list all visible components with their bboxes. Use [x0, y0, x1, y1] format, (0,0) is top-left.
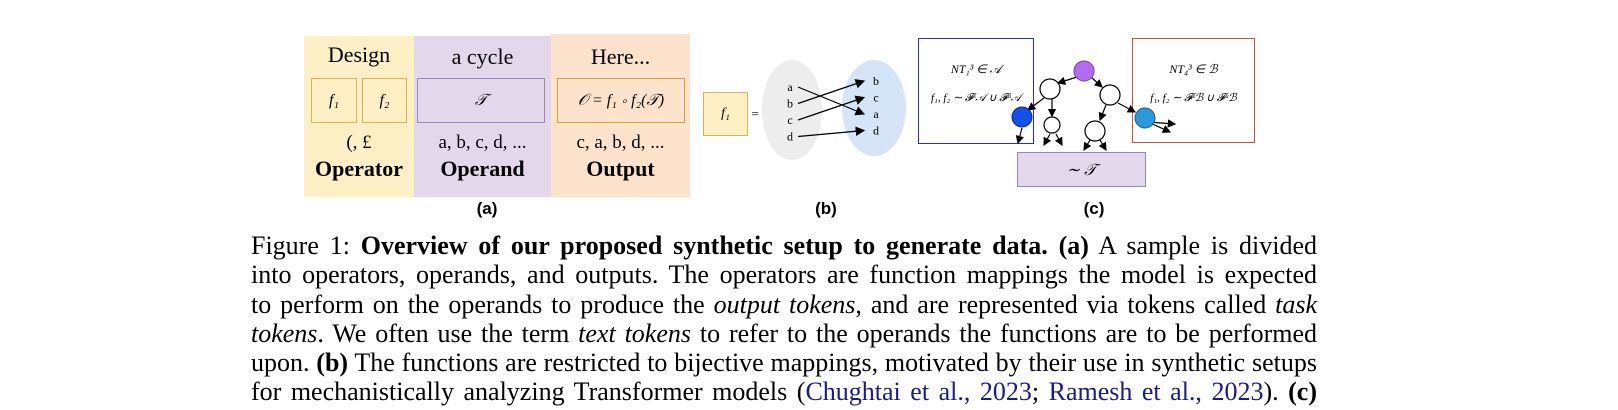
nonterminal-a-line1: NT₁³ ∈ 𝒜: [950, 61, 1002, 76]
nonterminal-a-node: [1011, 106, 1033, 128]
domain-letter: c: [787, 113, 792, 127]
caption-text: to refer to the operands the functions a…: [691, 318, 1317, 348]
codomain-letter: c: [873, 91, 878, 105]
caption-text: ).: [1263, 377, 1289, 407]
tree-node: [1039, 78, 1061, 100]
operand-sample-box: ∼ 𝒯: [1017, 152, 1146, 187]
caption-text: output tokens: [713, 289, 856, 319]
caption-text: A sample is divided: [1088, 231, 1317, 260]
mapping-arrow: [797, 95, 866, 121]
panel-c-label: (c): [1083, 199, 1105, 218]
tree-node: [1043, 116, 1061, 134]
caption-text: Figure 1:: [251, 231, 361, 260]
domain-letter: d: [787, 130, 793, 144]
nonterminal-b-line2: f₁, f₂ ∼ 𝓕ˢℬ ∪ 𝓕ᵘℬ: [1150, 92, 1237, 104]
nonterminal-a-line2: f₁, f₂ ∼ 𝓕ˢ𝒜 ∪ 𝓕ᵘ𝒜: [930, 92, 1022, 104]
caption-line: upon. (b) The functions are restricted t…: [251, 348, 1317, 377]
nonterminal-b-node: [1134, 107, 1156, 129]
caption-text: into operators, operands, and outputs. T…: [251, 260, 1317, 290]
caption-text: tokens: [251, 318, 318, 348]
figure-caption: Figure 1: Overview of our proposed synth…: [251, 231, 1317, 407]
operand-sequence: a, b, c, d, ...: [438, 132, 527, 153]
codomain-letter: b: [873, 74, 879, 88]
output-title: Here...: [590, 44, 651, 69]
caption-text: (c): [1288, 377, 1317, 407]
caption-text: The functions are restricted to bijectiv…: [348, 348, 1317, 378]
caption-text: Overview of our proposed synthetic setup…: [360, 231, 1089, 260]
caption-text: to perform on the operands to produce th…: [251, 289, 714, 319]
operand-column: [414, 36, 551, 197]
bijection-fn-token: f₁: [703, 92, 748, 136]
root-node: [1073, 60, 1095, 82]
nonterminal-b-box: [1132, 38, 1255, 143]
panel-b-label: (b): [815, 199, 837, 218]
caption-text: . We often use the term: [317, 318, 579, 348]
nonterminal-a-box: [918, 38, 1034, 144]
caption-line: Figure 1: Overview of our proposed synth…: [251, 231, 1317, 260]
codomain-letter: d: [873, 124, 879, 138]
output-label: Output: [586, 156, 655, 181]
tree-node: [1084, 120, 1106, 142]
codomain-letter: a: [873, 107, 879, 121]
domain-letter: a: [787, 80, 793, 94]
output-sequence: c, a, b, d, ...: [576, 132, 665, 153]
task-token-f1: f₁: [311, 78, 357, 123]
citation-link[interactable]: Chughtai et al., 2023: [805, 377, 1032, 407]
mapping-arrow: [797, 86, 866, 116]
caption-text: (b): [316, 348, 349, 378]
domain-set: [762, 60, 822, 160]
mapping-arrow: [797, 126, 866, 138]
caption-text: text tokens: [578, 318, 691, 348]
caption-text: ;: [1031, 377, 1049, 407]
citation-link[interactable]: Ramesh et al., 2023: [1048, 377, 1264, 407]
output-column: [551, 34, 690, 197]
operator-label: Operator: [315, 156, 403, 181]
operand-title: a cycle: [451, 44, 514, 69]
output-token: 𝒪 = f₁ ∘ f₂(𝒯): [557, 78, 685, 123]
operand-token: 𝒯: [417, 78, 545, 123]
operator-sequence: (, £: [346, 132, 372, 153]
caption-text: for mechanistically analyzing Transforme…: [251, 377, 806, 407]
caption-line: tokens. We often use the term text token…: [251, 319, 1317, 348]
domain-letter: b: [787, 97, 793, 111]
panel-a-label: (a): [476, 199, 498, 218]
caption-line: for mechanistically analyzing Transforme…: [251, 377, 1317, 406]
operand-label: Operand: [440, 156, 525, 181]
mapping-arrow: [797, 79, 866, 105]
figure: Design f₁ f₂ (, £ Operator a cycle 𝒯 a, …: [304, 34, 1255, 218]
caption-text: , and are represented via tokens called: [855, 289, 1276, 319]
operator-column: [304, 36, 414, 197]
caption-line: into operators, operands, and outputs. T…: [251, 260, 1317, 289]
operator-title: Design: [327, 42, 391, 67]
equals-sign: =: [751, 106, 759, 121]
grammar-tree: [1011, 60, 1177, 152]
caption-text: upon.: [251, 348, 317, 378]
caption-text: task: [1275, 289, 1318, 319]
task-token-f2: f₂: [362, 78, 407, 123]
caption-line: to perform on the operands to produce th…: [251, 290, 1317, 319]
nonterminal-b-line1: NT₄³ ∈ ℬ: [1169, 61, 1218, 76]
tree-node: [1099, 84, 1121, 106]
